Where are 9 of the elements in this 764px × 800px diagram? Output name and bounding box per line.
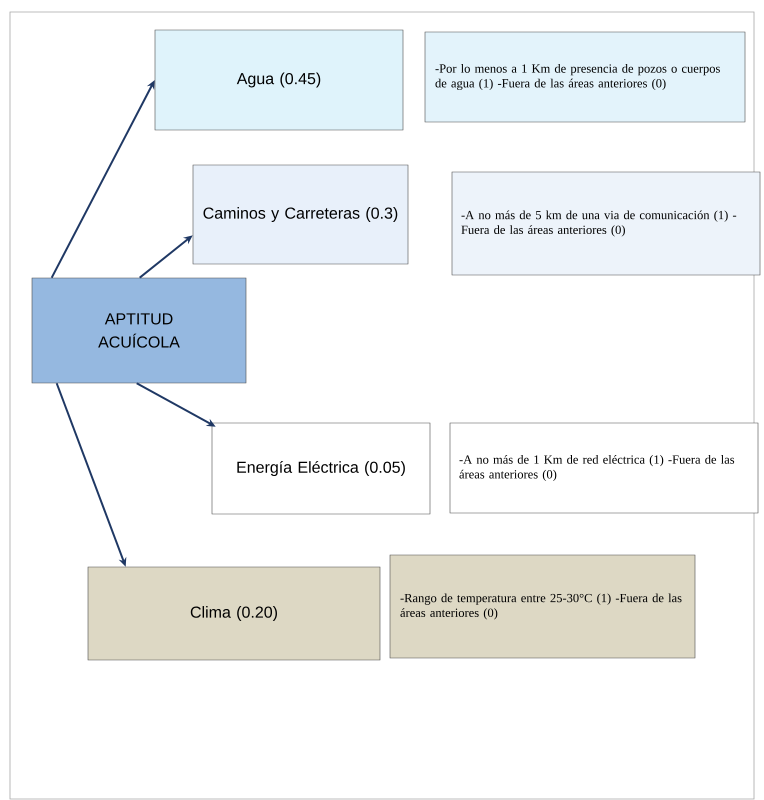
criteria-box: -A no más de 5 km de una via de comunicación (1) -Fuera de las áreas anteriores (0) xyxy=(452,172,760,276)
criteria-box: -Por lo menos a 1 Km de presencia de pozos o cuerpos de agua (1) -Fuera de las áreas anteriores (0) xyxy=(424,32,746,122)
factor-box: Agua (0.45) xyxy=(154,30,404,130)
factor-box: Energía Eléctrica (0.05) xyxy=(212,422,430,514)
main-box: APTITUD ACUÍCOLA xyxy=(32,278,246,384)
criteria-box: -A no más de 1 Km de red eléctrica (1) -Fuera de las áreas anteriores (0) xyxy=(450,422,758,514)
factor-box: Caminos y Carreteras (0.3) xyxy=(192,164,408,264)
factor-box: Clima (0.20) xyxy=(88,566,380,660)
criteria-box: -Rango de temperatura entre 25-30°C (1) -Fuera de las áreas anteriores (0) xyxy=(390,554,696,658)
